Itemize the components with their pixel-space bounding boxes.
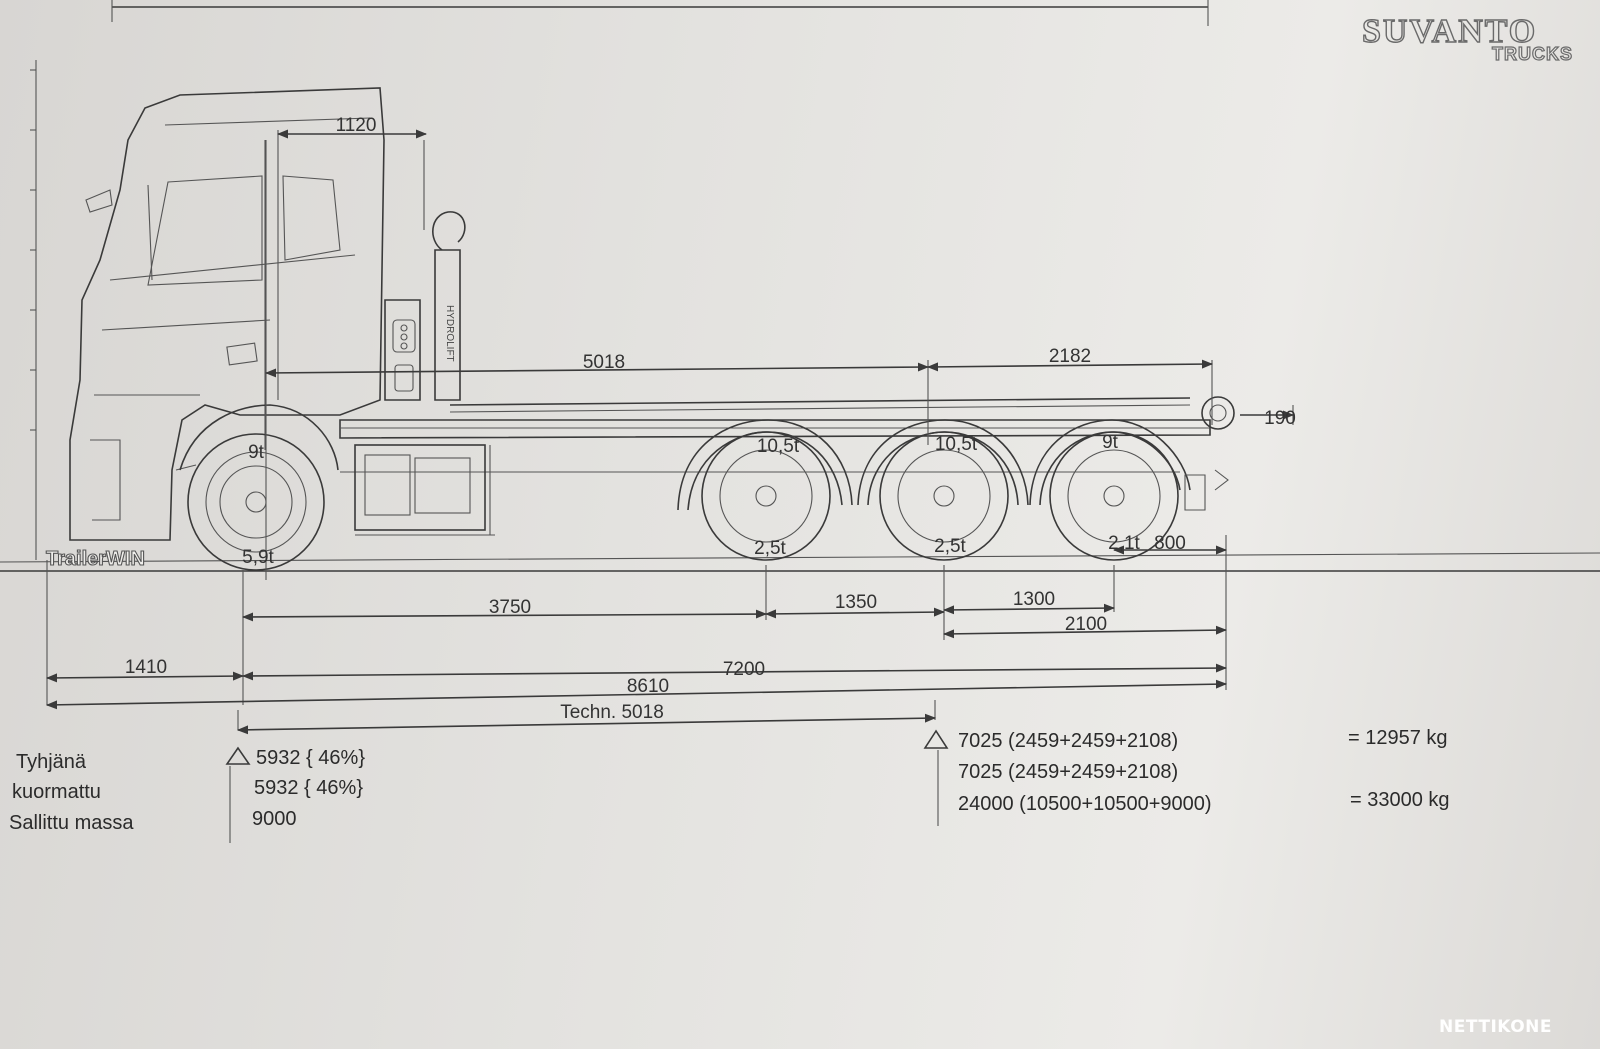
dim-rear-end: 800 bbox=[1154, 533, 1186, 554]
axle-4-top: 9t bbox=[1102, 432, 1119, 453]
axle-3-top: 10,5t bbox=[935, 434, 978, 455]
dim-rear-overhang: 190 bbox=[1264, 408, 1296, 429]
dim-cab-to-hook: 1120 bbox=[336, 115, 377, 136]
trailerwin-label: TrailerWIN bbox=[46, 548, 145, 570]
dim-overall-length: 8610 bbox=[627, 676, 669, 697]
dim-axle1-axle2: 3750 bbox=[489, 597, 531, 618]
wheel-axle-1 bbox=[179, 404, 339, 571]
axle-2-top: 10,5t bbox=[757, 436, 800, 457]
rear-loaded: 7025 (2459+2459+2108) bbox=[958, 761, 1178, 783]
left-ruler bbox=[30, 60, 37, 560]
front-allowed: 9000 bbox=[252, 808, 297, 830]
axle-load-labels: 9t 5,9t 10,5t 2,5t 10,5t 2,5t 9t 2,1t bbox=[242, 432, 1140, 568]
dim-hook-to-bogie: 5018 bbox=[583, 352, 625, 373]
label-empty: Tyhjänä bbox=[16, 751, 87, 773]
weight-table: Tyhjänä kuormattu Sallittu massa 5932 { … bbox=[9, 727, 1450, 843]
axle-2-bottom: 2,5t bbox=[754, 538, 786, 559]
nettikone-watermark: NETTIKONE bbox=[1439, 1017, 1552, 1037]
suvanto-trucks-logo: SUVANTO TRUCKS bbox=[1361, 12, 1573, 64]
dim-axle3-rear: 2100 bbox=[1065, 614, 1107, 635]
axle-3-bottom: 2,5t bbox=[934, 536, 966, 557]
chassis-frame bbox=[339, 397, 1211, 473]
ground-line bbox=[0, 552, 1600, 572]
wheel-axle-2 bbox=[701, 431, 831, 561]
svg-text:HYDROLIFT: HYDROLIFT bbox=[444, 305, 455, 362]
rear-roller bbox=[1184, 396, 1235, 511]
front-empty: 5932 { 46%} bbox=[256, 747, 365, 769]
hook-lift-arm: HYDROLIFT bbox=[384, 140, 466, 401]
label-loaded: kuormattu bbox=[12, 781, 101, 803]
svg-text:SUVANTO: SUVANTO bbox=[1362, 13, 1537, 50]
hydraulic-block bbox=[354, 444, 495, 536]
top-dimension bbox=[111, 0, 1209, 26]
dimension-labels: 1120 5018 2182 190 800 3750 1350 1300 21… bbox=[125, 115, 1296, 723]
axle-4-bottom: 2,1t bbox=[1108, 533, 1140, 554]
rear-allowed: 24000 (10500+10500+9000) bbox=[958, 793, 1212, 815]
dimension-lines bbox=[45, 129, 1295, 735]
dim-bogie-to-rear: 2182 bbox=[1049, 346, 1091, 367]
total-empty: = 12957 kg bbox=[1348, 727, 1448, 749]
axle-1-bottom: 5,9t bbox=[242, 547, 274, 568]
dim-technical-wheelbase: Techn. 5018 bbox=[560, 702, 664, 723]
front-loaded: 5932 { 46%} bbox=[254, 777, 363, 799]
rear-empty: 7025 (2459+2459+2108) bbox=[958, 730, 1178, 752]
svg-text:TRUCKS: TRUCKS bbox=[1492, 44, 1573, 64]
axle-1-top: 9t bbox=[248, 442, 265, 463]
dim-axle2-axle3: 1350 bbox=[835, 592, 877, 613]
dim-wheelbase-total: 7200 bbox=[723, 659, 765, 680]
wheel-axle-4 bbox=[1049, 431, 1179, 561]
truck-cab bbox=[69, 87, 385, 541]
total-allowed: = 33000 kg bbox=[1350, 789, 1450, 811]
dim-axle3-axle4: 1300 bbox=[1013, 589, 1055, 610]
label-allowed-mass: Sallittu massa bbox=[9, 812, 134, 834]
wheel-axle-3 bbox=[879, 431, 1009, 561]
dim-front-axle1: 1410 bbox=[125, 657, 167, 678]
